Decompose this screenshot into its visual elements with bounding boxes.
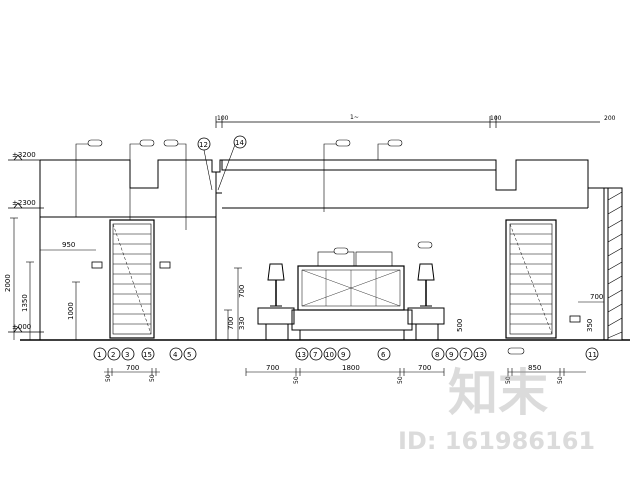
watermark-id: ID: 161986161 (398, 427, 595, 455)
callout-9b: 9 (449, 351, 453, 359)
bottom-dim-850: 850 (528, 364, 541, 372)
bottom-dim-50b: 50 (397, 376, 404, 384)
right-lamp (407, 263, 445, 340)
left-dim-950: 950 (62, 241, 75, 249)
bottom-dim-1800: 1800 (342, 364, 360, 372)
level-top: ±3200 (12, 151, 36, 159)
right-dim-350: 350 (586, 319, 594, 332)
bottom-dim-lines (104, 368, 586, 376)
callout-10: 10 (325, 351, 334, 359)
right-door (505, 219, 581, 339)
center-dim-700b: 700 (227, 317, 235, 330)
watermark: 知末 ID: 161986161 (398, 364, 595, 455)
callout-15: 15 (143, 351, 152, 359)
left-dim-1350: 1350 (21, 294, 29, 312)
top-dim-100b: 100 (490, 115, 502, 122)
center-dim-700: 700 (238, 285, 246, 298)
top-callouts (197, 135, 247, 151)
callout-13b: 13 (475, 351, 484, 359)
left-dim-1000: 1000 (67, 302, 75, 320)
left-vertical-dims (10, 217, 80, 340)
callout-14: 14 (235, 139, 244, 147)
top-dim-mid: 1~ (350, 114, 359, 121)
callout-5: 5 (187, 351, 191, 359)
level-mid: ±2300 (12, 199, 36, 207)
callout-9: 9 (341, 351, 345, 359)
right-column-hatch (607, 187, 623, 341)
wall-outline (20, 159, 630, 341)
left-dim-2000: 2000 (4, 274, 12, 292)
side-dim-500: 500 (456, 319, 464, 332)
top-dimension-line (215, 116, 600, 128)
bottom-dim-50d: 50 (557, 376, 564, 384)
callout-7: 7 (313, 351, 317, 359)
top-label-tags (87, 139, 525, 355)
callout-7b: 7 (463, 351, 467, 359)
bottom-callouts (93, 347, 599, 361)
callout-8: 8 (435, 351, 439, 359)
callout-1: 1 (97, 351, 101, 359)
watermark-brand: 知末 (448, 364, 548, 422)
center-dim-330: 330 (238, 317, 246, 330)
bottom-dim-50a: 50 (293, 376, 300, 384)
bottom-dim-700b: 700 (418, 364, 431, 372)
callout-11: 11 (588, 351, 597, 359)
bottom-dim-50a-left: 50 (105, 374, 112, 382)
top-dim-100a: 100 (217, 115, 229, 122)
bottom-dim-700-left: 700 (126, 364, 139, 372)
callout-2: 2 (111, 351, 115, 359)
callout-4: 4 (173, 351, 178, 359)
level-floor: ±000 (12, 323, 31, 331)
left-lamp (257, 263, 295, 340)
callout-3: 3 (125, 351, 129, 359)
top-dim-200: 200 (604, 115, 616, 122)
callout-12: 12 (199, 141, 208, 149)
right-dim-700: 700 (590, 293, 603, 301)
callout-13: 13 (297, 351, 306, 359)
center-cabinet (291, 251, 413, 340)
center-vertical-dims (224, 267, 242, 340)
level-markers (8, 154, 44, 333)
bottom-dim-700a: 700 (266, 364, 279, 372)
callout-6: 6 (381, 351, 386, 359)
left-door (91, 219, 171, 339)
bottom-dim-50b-left: 50 (149, 374, 156, 382)
bottom-dim-50c: 50 (505, 376, 512, 384)
